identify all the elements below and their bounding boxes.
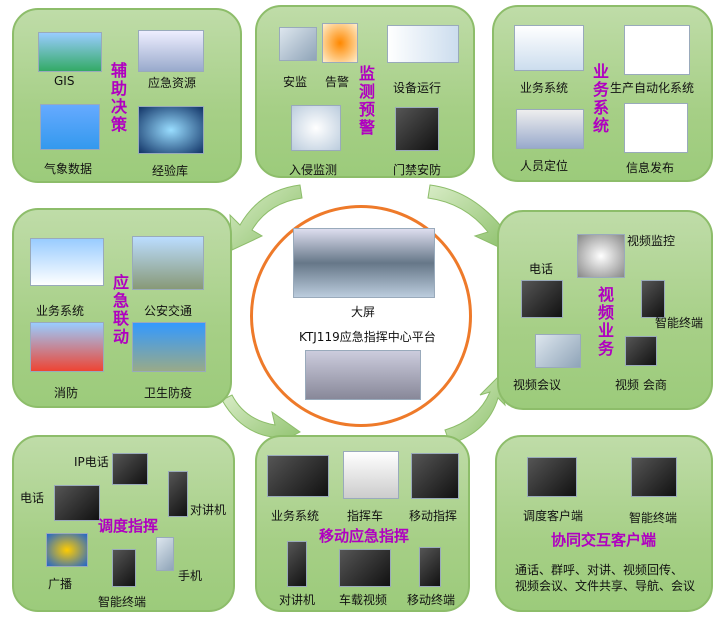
consultation-image — [625, 336, 657, 366]
safety-image — [279, 27, 317, 61]
mobile-walkie-image — [287, 541, 307, 587]
label-personnel-positioning: 人员定位 — [520, 159, 569, 173]
label-linkage-business: 业务系统 — [36, 304, 85, 318]
arrow-bottom-right — [444, 373, 506, 445]
console-image — [305, 350, 421, 400]
label-traffic: 公安交通 — [144, 304, 193, 318]
label-dispatch-smart-terminal: 智能终端 — [98, 595, 147, 609]
panel-linkage: 业务系统 公安交通 消防 卫生防疫 应急联动 — [12, 208, 232, 408]
label-fire: 消防 — [54, 386, 79, 400]
traffic-image — [132, 236, 204, 290]
panel-title-aux: 辅助决策 — [110, 61, 127, 134]
panel-dispatch: IP电话 电话 对讲机 调度指挥 广播 手机 智能终端 — [12, 435, 235, 612]
label-video-phone: 电话 — [529, 262, 554, 276]
intrusion-image — [291, 105, 341, 151]
panel-title-linkage: 应急联动 — [112, 273, 129, 346]
video-conference-image — [535, 334, 581, 368]
label-mobile-terminal: 移动终端 — [407, 593, 456, 607]
experience-image — [138, 106, 204, 154]
weather-image — [40, 104, 100, 150]
label-mobile-business: 业务系统 — [271, 509, 320, 523]
info-release-image — [624, 103, 688, 153]
panel-title-client: 协同交互客户端 — [551, 531, 657, 549]
health-image — [132, 322, 206, 372]
client-terminal-image — [631, 457, 677, 497]
panel-monitoring: 安监 告警 设备运行 入侵监测 门禁安防 监测预警 — [255, 5, 475, 178]
label-walkie-talkie: 对讲机 — [190, 503, 227, 517]
label-business-system: 业务系统 — [520, 81, 569, 95]
linkage-business-image — [30, 238, 104, 286]
mobile-terminal-image — [419, 547, 441, 587]
alarm-image — [322, 23, 358, 63]
access-control-image — [395, 107, 439, 151]
label-command-vehicle: 指挥车 — [347, 509, 384, 523]
label-mobile-phone: 手机 — [178, 569, 203, 583]
label-vehicle-video: 车载视频 — [339, 593, 388, 607]
label-ip-phone: IP电话 — [74, 455, 109, 469]
label-equipment: 设备运行 — [393, 81, 442, 95]
dispatch-client-image — [527, 457, 577, 497]
vehicle-video-image — [339, 549, 391, 587]
label-platform: KTJ119应急指挥中心平台 — [299, 330, 436, 344]
panel-client: 调度客户端 智能终端 协同交互客户端 通话、群呼、对讲、视频回传、 视频会议、文… — [495, 435, 713, 612]
label-experience-base: 经验库 — [152, 164, 189, 178]
label-emergency-resources: 应急资源 — [148, 76, 197, 90]
panel-title-video: 视频业务 — [597, 285, 614, 358]
label-video-monitor: 视频监控 — [627, 234, 676, 248]
label-phone: 电话 — [20, 491, 45, 505]
client-features-line1: 通话、群呼、对讲、视频回传、 — [515, 563, 684, 577]
business-system-image — [514, 25, 584, 71]
walkie-talkie-image — [168, 471, 188, 517]
automation-image — [624, 25, 690, 75]
fire-image — [30, 322, 104, 372]
label-production-automation: 生产自动化系统 — [610, 81, 695, 95]
panel-title-dispatch: 调度指挥 — [98, 517, 159, 535]
panel-business: 业务系统 生产自动化系统 人员定位 信息发布 业务系统 — [492, 5, 713, 182]
phone-image — [521, 280, 563, 318]
smart-terminal-image — [641, 280, 665, 318]
label-video-consultation: 视频 会商 — [615, 378, 667, 392]
command-center-circle: 大屏 KTJ119应急指挥中心平台 — [250, 205, 472, 427]
equipment-image — [387, 25, 459, 63]
ip-phone-image — [112, 453, 148, 485]
label-access-control: 门禁安防 — [393, 163, 442, 177]
label-weather: 气象数据 — [44, 162, 93, 176]
label-intrusion: 入侵监测 — [289, 163, 338, 177]
command-vehicle-image — [343, 451, 399, 499]
radio-unit-image — [267, 455, 329, 497]
label-smart-terminal: 智能终端 — [655, 316, 704, 330]
label-alarm: 告警 — [325, 75, 350, 89]
panel-mobile-command: 业务系统 指挥车 移动指挥 移动应急指挥 对讲机 车载视频 移动终端 — [255, 435, 470, 612]
label-client-terminal: 智能终端 — [629, 511, 678, 525]
dome-camera-image — [577, 234, 625, 278]
panel-aux-decision: GIS 应急资源 气象数据 经验库 辅助决策 — [12, 8, 242, 183]
label-dispatch-client: 调度客户端 — [523, 509, 584, 523]
panel-title-monitor: 监测预警 — [358, 64, 375, 137]
mobile-phone-image — [156, 537, 174, 571]
label-safety: 安监 — [283, 75, 308, 89]
smartphone-image — [112, 549, 136, 587]
broadcast-image — [46, 533, 88, 567]
resource-image — [138, 30, 204, 72]
label-info-release: 信息发布 — [626, 161, 675, 175]
gis-image — [38, 32, 102, 72]
client-features-line2: 视频会议、文件共享、导航、会议 — [515, 579, 696, 593]
panel-video: 视频监控 电话 智能终端 视频会议 视频 会商 视频业务 — [497, 210, 713, 410]
arrow-top-left — [229, 184, 303, 251]
big-screen-image — [293, 228, 435, 298]
positioning-image — [516, 109, 584, 149]
label-video-conference: 视频会议 — [513, 378, 562, 392]
mobile-command-image — [411, 453, 459, 499]
label-mobile-walkie: 对讲机 — [279, 593, 316, 607]
panel-title-mobile: 移动应急指挥 — [319, 527, 410, 545]
label-broadcast: 广播 — [48, 577, 73, 591]
label-mobile-command: 移动指挥 — [409, 509, 458, 523]
label-health: 卫生防疫 — [144, 386, 193, 400]
desk-phone-image — [54, 485, 100, 521]
label-gis: GIS — [54, 74, 75, 88]
panel-title-business: 业务系统 — [592, 62, 609, 135]
label-big-screen: 大屏 — [351, 305, 376, 319]
